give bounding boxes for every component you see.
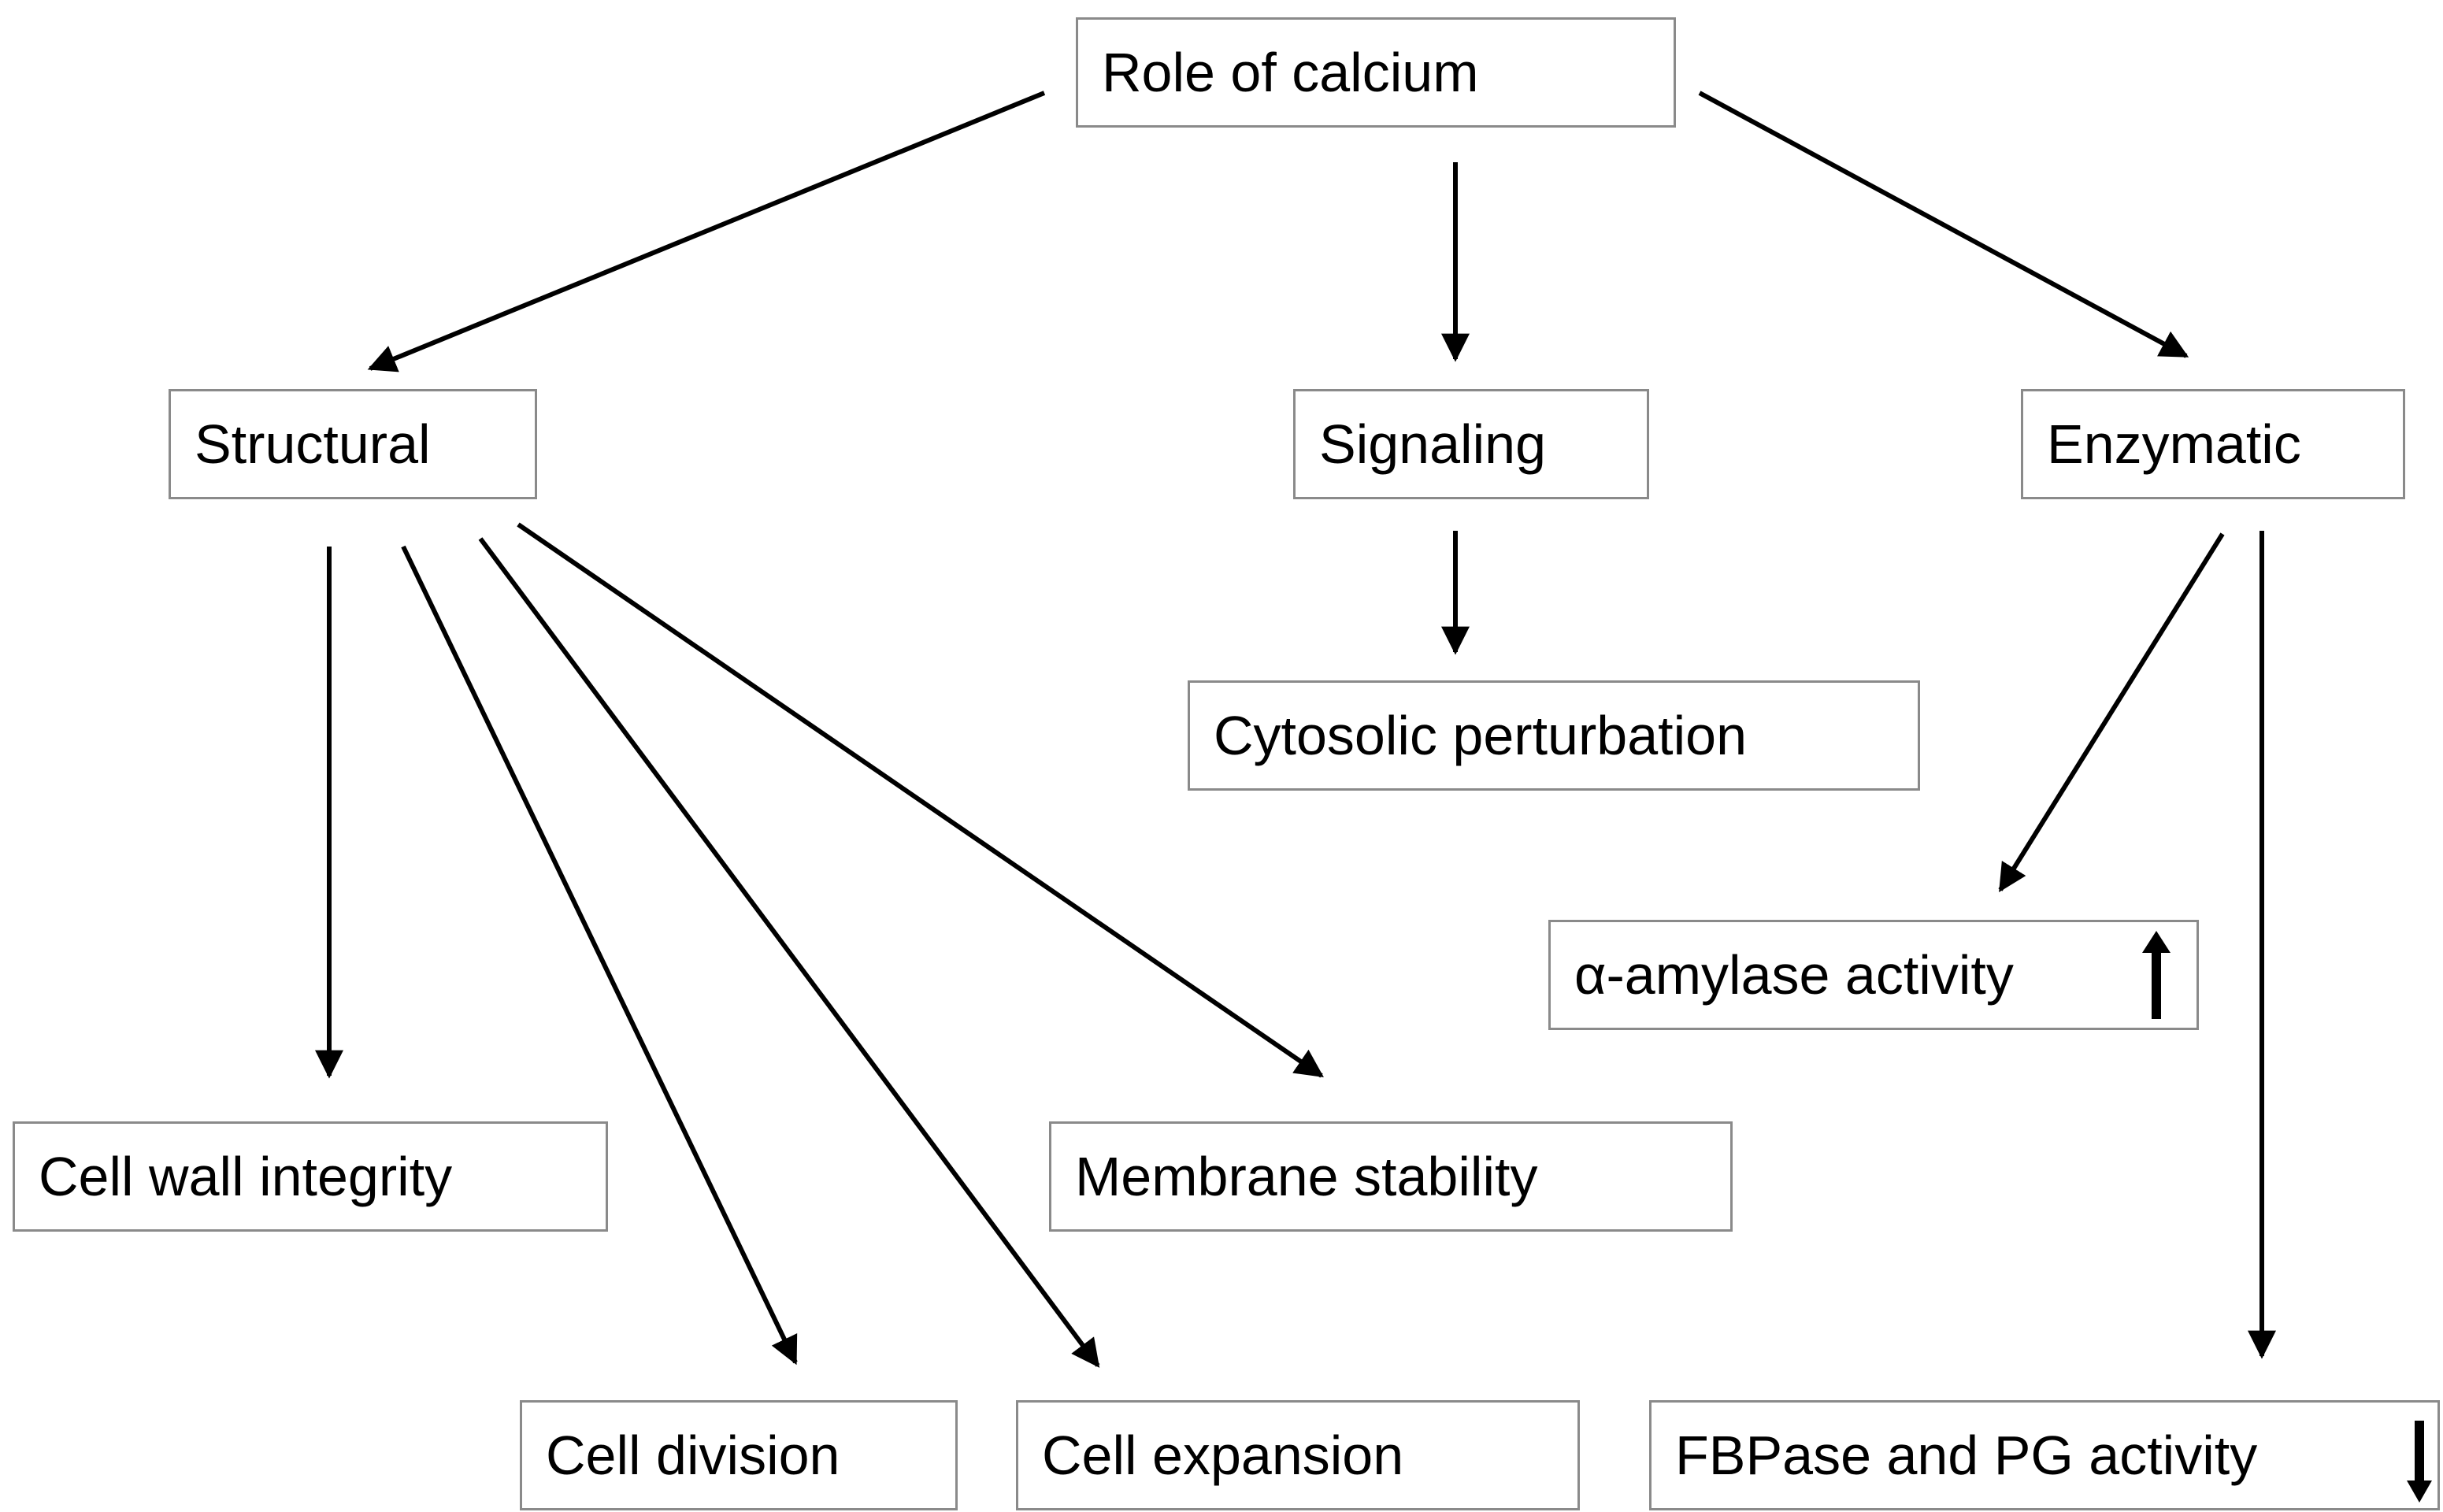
node-cell-division: Cell division (520, 1400, 958, 1510)
node-label: Cytosolic perturbation (1214, 705, 1747, 766)
node-fbpase-and-pg-activity: FBPase and PG activity (1649, 1400, 2440, 1510)
node-label: Signaling (1319, 413, 1546, 475)
node-cell-wall-integrity: Cell wall integrity (13, 1121, 608, 1232)
node-label: Cell wall integrity (39, 1146, 453, 1207)
node-cell-expansion: Cell expansion (1016, 1400, 1580, 1510)
node-label: FBPase and PG activity (1675, 1425, 2258, 1486)
edge-root-enzymatic (1698, 91, 2189, 358)
node-label: Cell expansion (1042, 1425, 1404, 1486)
edge-structural-division (401, 545, 798, 1366)
up-arrow-icon (2142, 931, 2171, 1019)
edge-structural-expansion (478, 537, 1100, 1368)
node-structural: Structural (169, 389, 537, 499)
node-label: Role of calcium (1102, 42, 1479, 103)
node-role-of-calcium: Role of calcium (1076, 17, 1676, 128)
node-cytosolic-perturbation: Cytosolic perturbation (1188, 680, 1920, 791)
node-signaling: Signaling (1293, 389, 1649, 499)
node-enzymatic: Enzymatic (2021, 389, 2405, 499)
edge-root-structural (367, 91, 1046, 372)
node-membrane-stability: Membrane stability (1049, 1121, 1733, 1232)
node-alpha-amylase-activity: α-amylase activity (1548, 920, 2199, 1030)
node-label: α-amylase activity (1574, 944, 2014, 1006)
down-arrow-icon (2407, 1421, 2432, 1503)
node-label: Cell division (546, 1425, 840, 1486)
edge-structural-membrane (517, 522, 1324, 1078)
edge-enzymatic-amylase (1998, 532, 2225, 893)
node-label: Membrane stability (1075, 1146, 1538, 1207)
node-label: Structural (195, 413, 431, 475)
node-label: Enzymatic (2047, 413, 2301, 475)
